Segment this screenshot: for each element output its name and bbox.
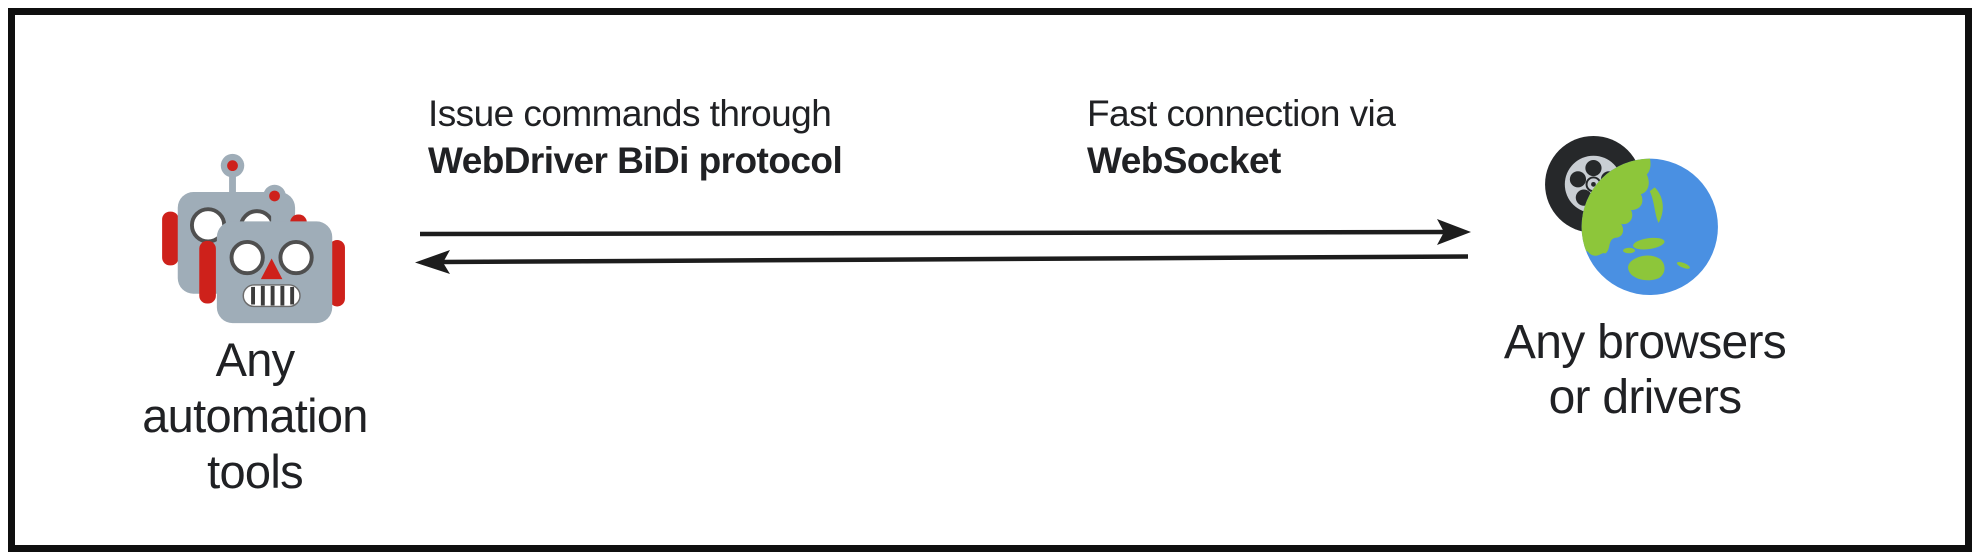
left-arrow-icon bbox=[415, 250, 1469, 274]
globe-tire-icon bbox=[1545, 135, 1718, 295]
request-label-line2: WebDriver BiDi protocol bbox=[428, 140, 843, 181]
browsers-node: Any browsers or drivers bbox=[1485, 131, 1805, 425]
request-label: Issue commands through WebDriver BiDi pr… bbox=[428, 90, 843, 184]
caption-line: or drivers bbox=[1548, 371, 1743, 424]
automation-tools-node: Any automation tools bbox=[115, 150, 395, 500]
response-label-line2: WebSocket bbox=[1087, 140, 1281, 181]
caption-line: automation bbox=[142, 389, 368, 442]
right-node-caption: Any browsers or drivers bbox=[1485, 315, 1805, 425]
bidirectional-arrows bbox=[415, 219, 1471, 274]
response-label: Fast connection via WebSocket bbox=[1087, 90, 1396, 184]
request-label-line1: Issue commands through bbox=[428, 93, 832, 134]
right-arrow-icon bbox=[419, 219, 1471, 245]
left-node-caption: Any automation tools bbox=[115, 332, 395, 500]
front-robot-icon bbox=[199, 184, 345, 324]
robots-icon bbox=[162, 153, 345, 324]
caption-line: Any bbox=[215, 333, 296, 386]
response-label-line1: Fast connection via bbox=[1087, 93, 1396, 134]
caption-line: tools bbox=[207, 445, 303, 498]
caption-line: Any browsers bbox=[1503, 316, 1787, 369]
